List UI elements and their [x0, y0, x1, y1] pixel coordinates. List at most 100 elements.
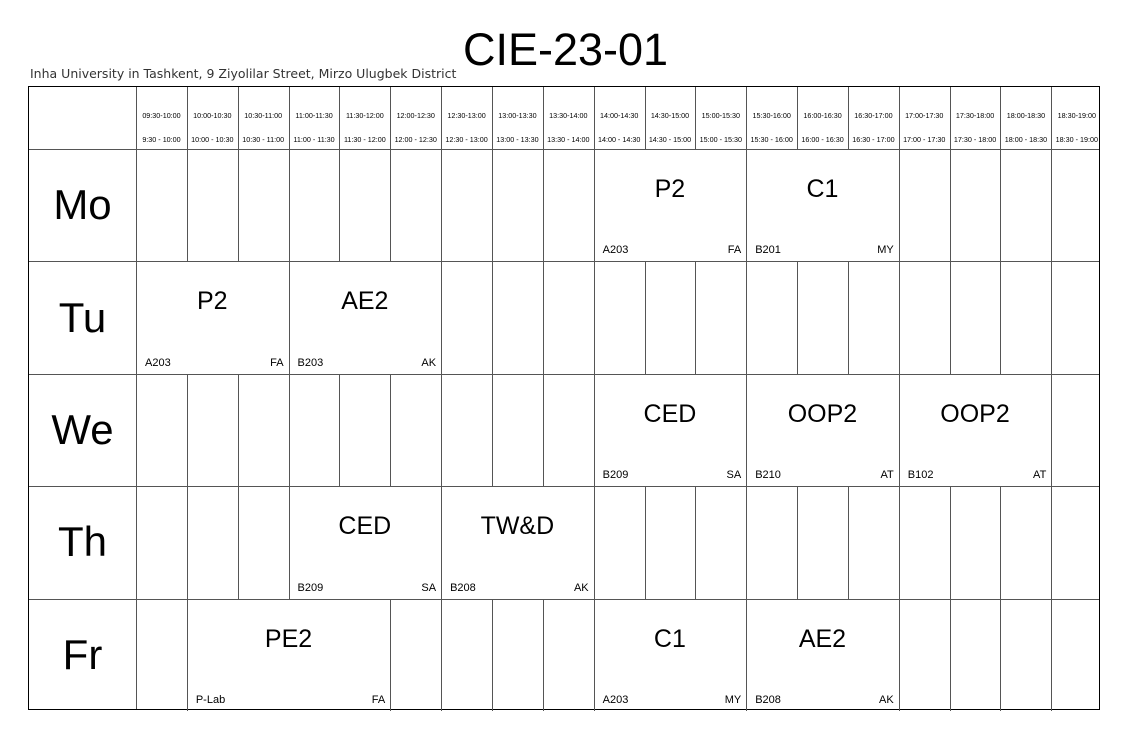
lesson-room: A203	[145, 356, 171, 369]
cell-divider	[237, 149, 239, 262]
time-slot-range: 9:30 - 10:00	[142, 135, 181, 144]
cell-divider	[695, 486, 697, 599]
column-divider	[186, 87, 188, 149]
cell-divider	[746, 598, 748, 711]
cell-divider	[339, 373, 341, 487]
cell-divider	[390, 149, 392, 262]
cell-divider	[542, 261, 544, 374]
cell-divider	[1000, 598, 1002, 711]
cell-divider	[847, 486, 849, 599]
cell-divider	[695, 261, 697, 374]
lesson-teacher: SA	[421, 581, 437, 594]
time-slot-label: 15:30-16:00	[752, 111, 791, 120]
row-divider	[29, 261, 1099, 263]
cell-divider	[949, 486, 951, 599]
lesson-subject: AE2	[341, 287, 389, 316]
time-slot-label: 18:30-19:00	[1057, 111, 1096, 120]
column-divider	[898, 87, 900, 149]
cell-divider	[390, 598, 392, 711]
lesson-teacher: AT	[1033, 469, 1047, 482]
cell-divider	[542, 598, 544, 711]
time-slot-label: 18:00-18:30	[1006, 111, 1046, 120]
lesson-room: P-Lab	[195, 693, 226, 706]
cell-divider	[441, 486, 443, 599]
lesson-subject: P2	[196, 287, 228, 316]
cell-divider	[186, 486, 188, 599]
time-slot-label: 11:30-12:00	[345, 111, 384, 120]
cell-divider	[949, 598, 951, 711]
cell-divider	[949, 149, 951, 262]
page-title: CIE-23-01	[462, 24, 669, 75]
lesson-subject: CED	[643, 399, 697, 428]
column-divider	[593, 87, 595, 149]
time-slot-label: 14:00-14:30	[599, 111, 639, 120]
lesson-teacher: AK	[573, 581, 589, 594]
cell-divider	[746, 261, 748, 374]
column-divider	[237, 87, 239, 149]
column-divider	[1000, 87, 1002, 149]
cell-divider	[898, 486, 900, 599]
column-divider	[339, 87, 341, 149]
lesson-teacher: MY	[724, 693, 742, 706]
cell-divider	[593, 598, 595, 711]
lesson-subject: OOP2	[787, 399, 858, 428]
cell-divider	[1051, 598, 1053, 711]
column-divider	[797, 87, 799, 149]
time-slot-range: 13:00 - 13:30	[496, 135, 539, 144]
time-slot-range: 17:00 - 17:30	[903, 135, 946, 144]
day-label: Tu	[58, 293, 107, 341]
cell-divider	[1000, 261, 1002, 374]
lesson-room: B102	[907, 469, 934, 482]
cell-divider	[288, 373, 290, 487]
cell-divider	[898, 598, 900, 711]
column-divider	[542, 87, 544, 149]
time-slot-range: 16:30 - 17:00	[852, 135, 895, 144]
lesson-teacher: FA	[371, 693, 386, 706]
cell-divider	[1051, 261, 1053, 374]
column-divider	[288, 87, 290, 149]
time-slot-label: 12:30-13:00	[447, 111, 486, 120]
lesson-room: B210	[755, 469, 781, 482]
row-divider	[29, 598, 1099, 600]
column-divider	[644, 87, 646, 149]
lesson-subject: PE2	[264, 624, 313, 653]
lesson-room: B208	[755, 693, 781, 706]
cell-divider	[237, 373, 239, 487]
lesson-teacher: SA	[726, 469, 742, 482]
cell-divider	[491, 149, 493, 262]
cell-divider	[288, 149, 290, 262]
cell-divider	[746, 149, 748, 262]
cell-divider	[441, 149, 443, 262]
time-slot-range: 14:30 - 15:00	[648, 135, 692, 144]
time-slot-range: 10:00 - 10:30	[191, 135, 234, 144]
day-column-divider	[136, 87, 137, 709]
column-divider	[441, 87, 443, 149]
lesson-subject: C1	[653, 624, 686, 653]
time-slot-range: 15:30 - 16:00	[750, 135, 793, 144]
cell-divider	[441, 261, 443, 374]
time-slot-range: 14:00 - 14:30	[597, 135, 641, 144]
cell-divider	[1051, 373, 1053, 487]
cell-divider	[186, 149, 188, 262]
cell-divider	[746, 373, 748, 487]
cell-divider	[746, 486, 748, 599]
lesson-room: B203	[297, 356, 324, 369]
cell-divider	[288, 486, 290, 599]
column-divider	[491, 87, 493, 149]
column-divider	[949, 87, 951, 149]
time-slot-range: 11:00 - 11:30	[293, 135, 335, 144]
time-slot-range: 17:30 - 18:00	[953, 135, 997, 144]
